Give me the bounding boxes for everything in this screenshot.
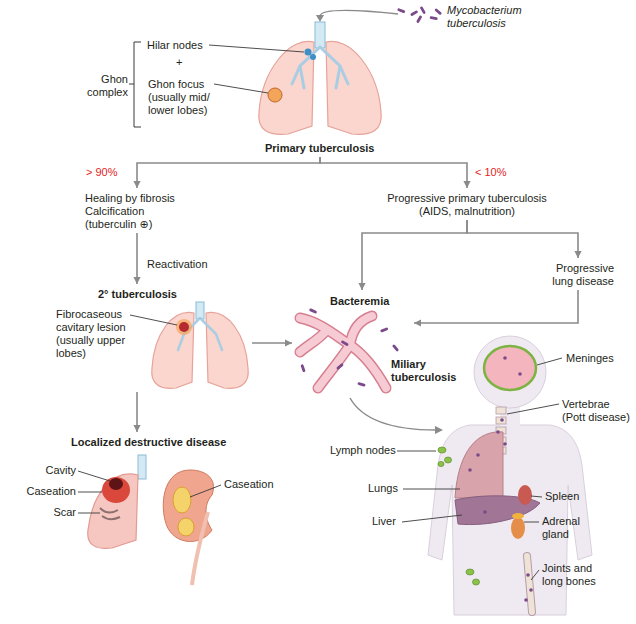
part-label: Caseation [16, 485, 76, 498]
flow-line [136, 233, 138, 284]
organ-label: Lymph nodes [330, 444, 396, 457]
part-label: Scar [36, 506, 76, 519]
node-text: 2° tuberculosis [98, 288, 249, 301]
node-text: Bacteremia [330, 295, 411, 308]
part-label: Ghon focus (usually mid/ lower lobes) [148, 78, 230, 117]
node-text: Progressive lung disease [538, 262, 614, 288]
arrow-head [414, 319, 421, 326]
organ-label: Lungs [368, 482, 398, 495]
stage-heading: Localized destructive disease [68, 432, 229, 451]
outcome-text: Healing by fibrosis Calcification (tuber… [82, 188, 194, 233]
arrow-head [133, 277, 140, 284]
part-label: Caseation [224, 478, 274, 491]
organ-label: Joints and long bones [542, 562, 612, 588]
flow-arrow [467, 220, 582, 258]
outcome-text: Progressive primary tuberculosis (AIDS, … [374, 188, 560, 220]
flow-line [137, 157, 320, 188]
part-label: Hilar nodes [147, 39, 203, 52]
part-label: Fibrocaseous cavitary lesion (usually up… [56, 308, 142, 360]
flow-arrow [252, 339, 292, 346]
organ-label: Vertebrae (Pott disease) [562, 398, 634, 424]
node-text: Primary tuberculosis [265, 142, 374, 155]
organism-name: Mycobacterium tuberculosis [447, 4, 542, 30]
part-label: Cavity [36, 464, 76, 477]
node-text: Localized destructive disease [71, 436, 226, 449]
organ-label: Meninges [566, 352, 614, 365]
node-text: Healing by fibrosis Calcification (tuber… [85, 192, 191, 231]
stage-heading: Miliary tuberculosis [391, 358, 467, 384]
flow-arrow [133, 392, 140, 432]
arrow-head [133, 181, 140, 188]
arrow-head [133, 425, 140, 432]
outcome-text: Progressive lung disease [535, 258, 617, 290]
stage-heading: Primary tuberculosis [262, 138, 377, 157]
flow-arrow [414, 290, 578, 327]
edge-label: < 10% [474, 166, 508, 179]
flow-arrow [320, 157, 471, 188]
flow-line [362, 220, 467, 290]
organ-label: Liver [372, 515, 396, 528]
edge-label: > 90% [85, 166, 119, 179]
flow-line [467, 220, 578, 258]
organ-label: Adrenal gland [542, 515, 592, 541]
plus-sign: + [176, 56, 182, 69]
node-text: Progressive primary tuberculosis (AIDS, … [377, 192, 557, 218]
flow-line [414, 290, 578, 323]
organ-label: Spleen [545, 490, 579, 503]
flow-arrow [358, 220, 467, 290]
arrow-head [358, 283, 365, 290]
bracket-label: Ghon complex [78, 73, 128, 99]
edge-label: Reactivation [146, 258, 209, 271]
arrow-head [285, 339, 292, 346]
flow-arrow [133, 157, 320, 188]
flow-line [320, 157, 467, 188]
arrow-head [463, 181, 470, 188]
arrow-head [574, 251, 581, 258]
flow-arrow [133, 233, 140, 284]
